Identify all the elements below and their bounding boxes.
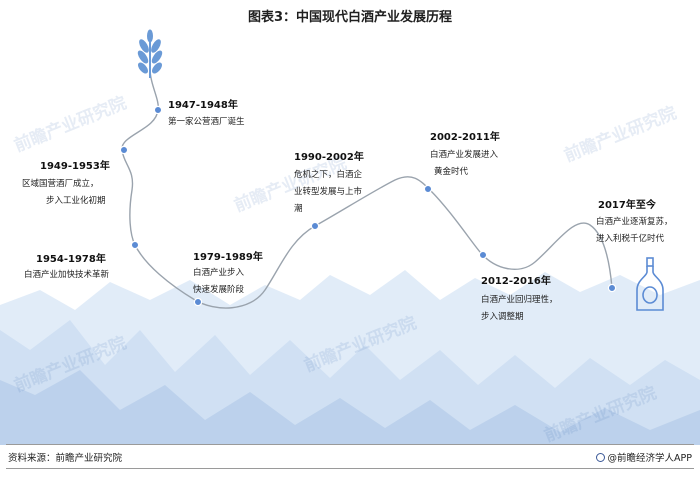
node-2002 xyxy=(423,184,433,194)
era-label: 1947-1948年 xyxy=(168,100,238,111)
node-2017 xyxy=(607,283,617,293)
node-1990 xyxy=(310,221,320,231)
era-description: 区域国营酒厂成立， 步入工业化初期 xyxy=(22,179,106,206)
timeline-curve xyxy=(121,67,613,309)
era-label: 1979-1989年 xyxy=(193,252,263,263)
brand-credit-text: @前瞻经济学人APP xyxy=(607,453,692,464)
era-label: 2017年至今 xyxy=(598,200,656,211)
wheat-icon xyxy=(137,29,163,78)
era-label: 1990-2002年 xyxy=(294,152,364,163)
era-description: 危机之下，白酒企 业转型发展与上市 潮 xyxy=(294,170,363,214)
liquor-bottle-icon xyxy=(636,257,664,311)
mountain-range xyxy=(0,270,700,445)
era-description: 白酒产业逐渐复苏， 进入利税千亿时代 xyxy=(596,217,673,244)
node-1949 xyxy=(119,145,129,155)
era-label: 2002-2011年 xyxy=(430,132,500,143)
footer-bottom-divider xyxy=(6,468,694,469)
brand-credit: @前瞻经济学人APP xyxy=(595,450,692,464)
era-description: 白酒产业步入 快速发展阶段 xyxy=(193,268,245,295)
era-description: 白酒产业回归理性， 步入调整期 xyxy=(481,295,558,322)
era-description: 白酒产业加快技术革新 xyxy=(24,270,110,280)
chart-title: 图表3：中国现代白酒产业发展历程 xyxy=(247,10,453,25)
mountain-front xyxy=(0,370,700,445)
node-1979 xyxy=(193,297,203,307)
era-label: 2012-2016年 xyxy=(481,276,551,287)
node-1947 xyxy=(153,105,163,115)
timeline-nodes xyxy=(119,105,617,307)
era-description: 第一家公营酒厂诞生 xyxy=(168,117,245,127)
source-note: 资料来源：前瞻产业研究院 xyxy=(8,453,123,464)
node-2012 xyxy=(478,250,488,260)
era-description: 白酒产业发展进入 黄金时代 xyxy=(430,150,499,177)
era-label: 1954-1978年 xyxy=(36,254,106,265)
brand-logo-icon xyxy=(595,452,605,462)
node-1954 xyxy=(130,240,140,250)
footer-divider xyxy=(6,444,694,445)
era-label: 1949-1953年 xyxy=(40,161,110,172)
